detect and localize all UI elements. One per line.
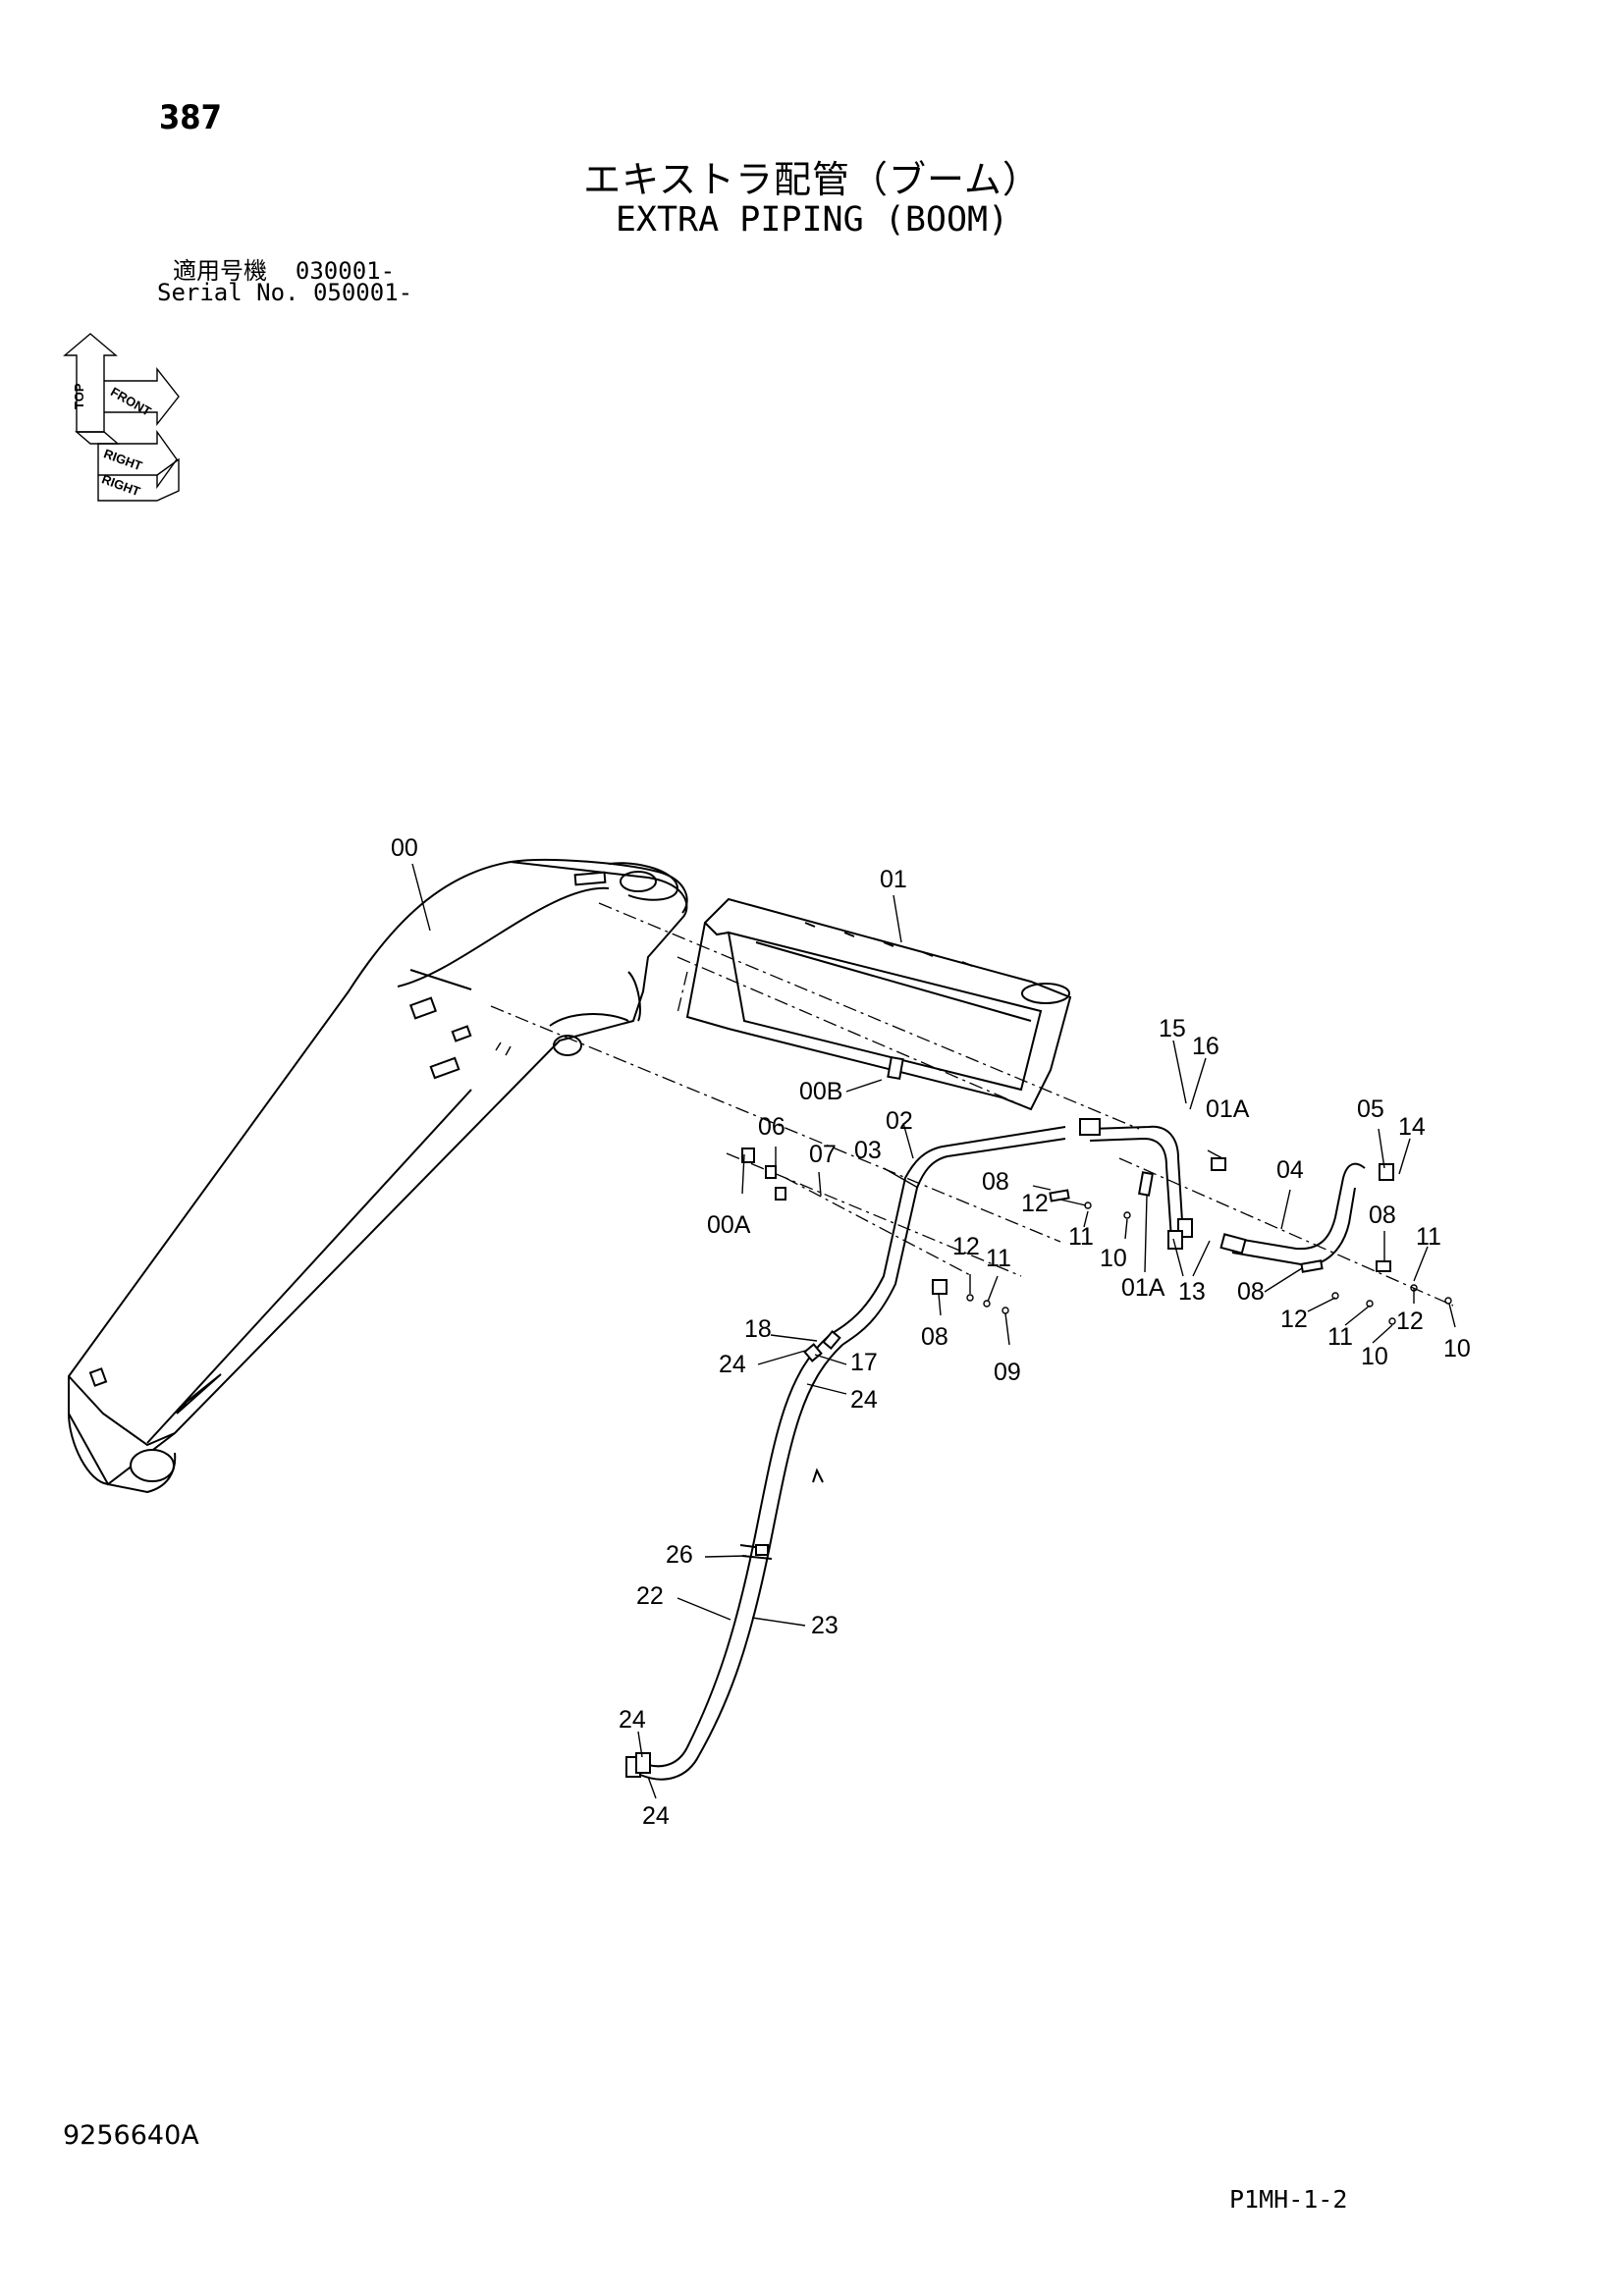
boom-part-00 [68, 858, 688, 1494]
callout-12-c: 12 [1280, 1306, 1308, 1333]
callout-07: 07 [809, 1141, 837, 1168]
serial-range-english: Serial No. 050001- [157, 279, 413, 306]
callout-11-b: 11 [986, 1245, 1011, 1272]
callout-08-a: 08 [982, 1168, 1009, 1196]
callout-11-c: 11 [1416, 1223, 1441, 1251]
callout-24-c: 24 [619, 1706, 646, 1734]
callout-13: 13 [1178, 1278, 1206, 1306]
callout-12-a: 12 [1021, 1190, 1049, 1217]
orientation-label-top: TOP [72, 383, 86, 409]
callout-08-b: 08 [921, 1323, 948, 1351]
callout-26: 26 [666, 1541, 693, 1569]
callout-00A: 00A [707, 1211, 751, 1239]
callout-00: 00 [391, 834, 418, 862]
callout-06: 06 [758, 1113, 785, 1141]
callout-10-c: 10 [1443, 1335, 1471, 1362]
callout-22: 22 [636, 1582, 664, 1610]
title-english: EXTRA PIPING (BOOM) [615, 200, 1009, 240]
callout-12-b: 12 [952, 1233, 980, 1260]
leader-lines [411, 863, 1456, 1799]
callout-12-d: 12 [1396, 1308, 1424, 1335]
title-japanese: エキストラ配管（ブーム） [583, 158, 1041, 201]
callout-11-a: 11 [1068, 1223, 1094, 1251]
callout-04: 04 [1276, 1156, 1304, 1184]
sheet-reference: P1MH-1-2 [1229, 2185, 1348, 2214]
callout-02: 02 [886, 1107, 913, 1135]
callout-18: 18 [744, 1315, 772, 1343]
callout-16: 16 [1192, 1033, 1219, 1060]
orientation-indicator: TOP FRONT RIGHT RIGHT [63, 333, 180, 502]
callout-15: 15 [1159, 1015, 1186, 1042]
callout-labels: 00 01 00B 02 03 06 07 00A 15 16 01A 05 1… [391, 834, 1471, 1830]
callout-24-b: 24 [850, 1386, 878, 1414]
callout-08-c: 08 [1369, 1201, 1396, 1229]
callout-01A-top: 01A [1206, 1095, 1250, 1123]
callout-01A-bot: 01A [1121, 1274, 1165, 1302]
callout-17: 17 [850, 1349, 878, 1376]
document-number: 9256640A [63, 2120, 199, 2151]
callout-24-a: 24 [719, 1351, 746, 1378]
callout-00B: 00B [799, 1078, 842, 1105]
callout-11-d: 11 [1327, 1323, 1353, 1351]
boom-hose-routing [625, 1118, 1394, 1781]
orientation-label-right: RIGHT [102, 446, 144, 473]
callout-24-d: 24 [642, 1802, 670, 1830]
callout-08-d: 08 [1237, 1278, 1265, 1306]
small-fittings [741, 1055, 1452, 1556]
orientation-label-front: FRONT [108, 384, 153, 418]
callout-23: 23 [811, 1612, 839, 1639]
page-number: 387 [159, 98, 222, 137]
callout-10-b: 10 [1361, 1343, 1388, 1370]
callout-10-a: 10 [1100, 1245, 1127, 1272]
assembly-centerlines [490, 902, 1454, 1307]
callout-09: 09 [994, 1359, 1021, 1386]
callout-01: 01 [880, 866, 907, 893]
callout-05: 05 [1357, 1095, 1384, 1123]
piping-plate-part-01 [685, 897, 1072, 1111]
callout-03: 03 [854, 1137, 882, 1164]
callout-14: 14 [1398, 1113, 1426, 1141]
serial-range-japanese: 適用号機 030001- [173, 257, 396, 285]
